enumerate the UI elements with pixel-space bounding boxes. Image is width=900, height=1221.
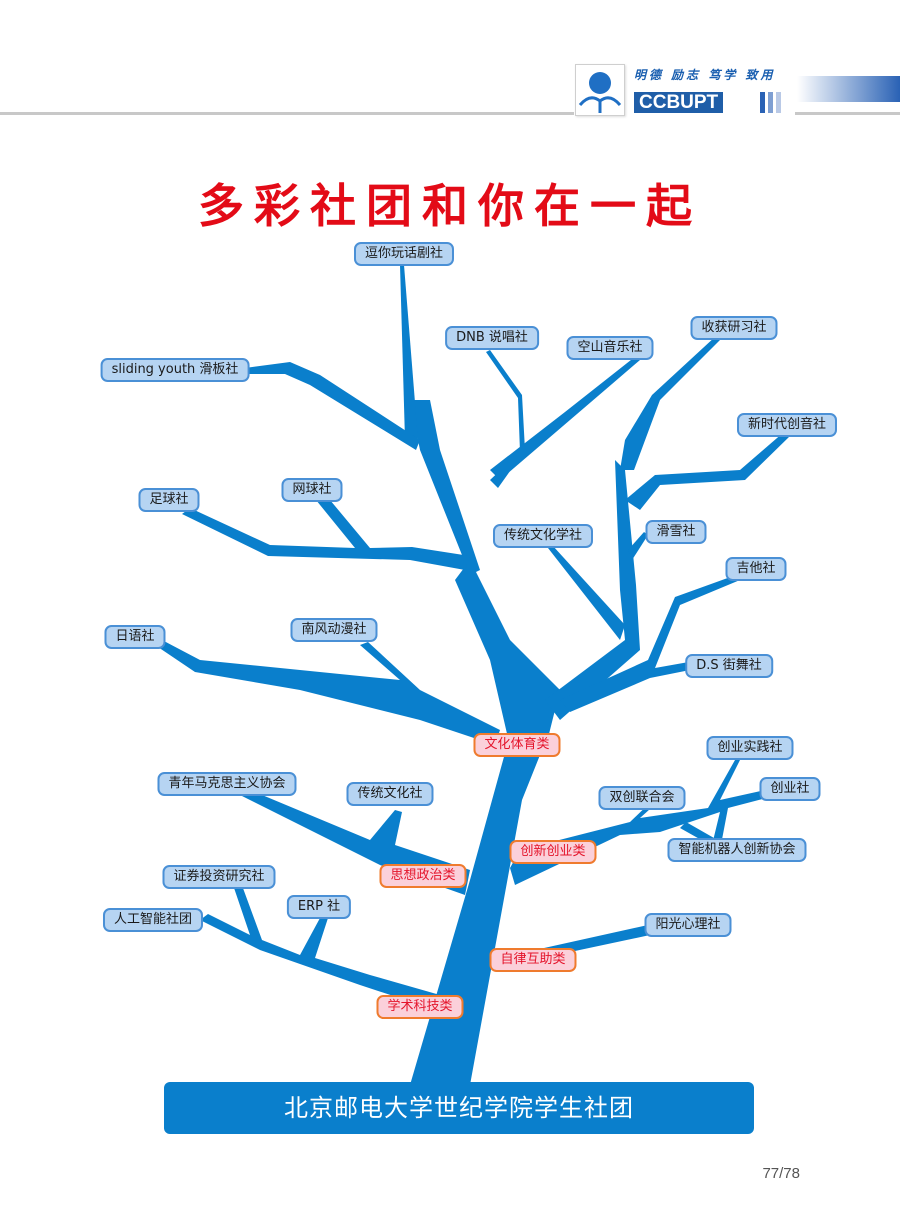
club-japanese[interactable]: 日语社: [104, 625, 166, 649]
logo-bars: [760, 92, 781, 113]
header-rule-right: [795, 112, 900, 115]
club-traditional-culture-study[interactable]: 传统文化学社: [492, 524, 594, 548]
club-drama[interactable]: 逗你玩话剧社: [353, 242, 455, 266]
header-rule-left: [0, 112, 574, 115]
club-securities-investment[interactable]: 证券投资研究社: [162, 865, 276, 889]
club-skiing[interactable]: 滑雪社: [645, 520, 707, 544]
category-academic-technology[interactable]: 学术科技类: [376, 995, 464, 1019]
club-robotics-innovation[interactable]: 智能机器人创新协会: [667, 838, 807, 862]
club-kongshan-music[interactable]: 空山音乐社: [566, 336, 654, 360]
club-entrepreneurship-practice[interactable]: 创业实践社: [706, 736, 794, 760]
school-emblem-icon: [575, 64, 625, 116]
category-ideology-politics[interactable]: 思想政治类: [379, 864, 467, 888]
page-title: 多彩社团和你在一起: [198, 179, 702, 233]
club-anime[interactable]: 南风动漫社: [290, 618, 378, 642]
club-new-era-music[interactable]: 新时代创音社: [736, 413, 838, 437]
club-entrepreneurship[interactable]: 创业社: [759, 777, 821, 801]
club-harvest-study[interactable]: 收获研习社: [690, 316, 778, 340]
club-rap[interactable]: DNB 说唱社: [445, 326, 539, 350]
club-skateboard[interactable]: sliding youth 滑板社: [100, 358, 250, 382]
logo-motto: 明德 励志 笃学 致用: [634, 68, 776, 82]
club-innovation-union[interactable]: 双创联合会: [598, 786, 686, 810]
club-football[interactable]: 足球社: [138, 488, 200, 512]
category-innovation-entrepreneurship[interactable]: 创新创业类: [509, 840, 597, 864]
root-banner: 北京邮电大学世纪学院学生社团: [164, 1082, 754, 1134]
club-erp[interactable]: ERP 社: [286, 895, 352, 919]
header-gradient-bar: [797, 76, 900, 102]
club-artificial-intelligence[interactable]: 人工智能社团: [102, 908, 204, 932]
category-culture-sports[interactable]: 文化体育类: [473, 733, 561, 757]
logo-name: CCBUPT: [634, 92, 724, 113]
club-guitar[interactable]: 吉他社: [725, 557, 787, 581]
club-traditional-culture[interactable]: 传统文化社: [346, 782, 434, 806]
club-sunshine-psychology[interactable]: 阳光心理社: [644, 913, 732, 937]
club-street-dance[interactable]: D.S 街舞社: [685, 654, 773, 678]
club-tennis[interactable]: 网球社: [281, 478, 343, 502]
category-self-discipline-mutual-aid[interactable]: 自律互助类: [489, 948, 577, 972]
club-young-marxists[interactable]: 青年马克思主义协会: [157, 772, 297, 796]
page-number: 77/78: [762, 1165, 800, 1182]
